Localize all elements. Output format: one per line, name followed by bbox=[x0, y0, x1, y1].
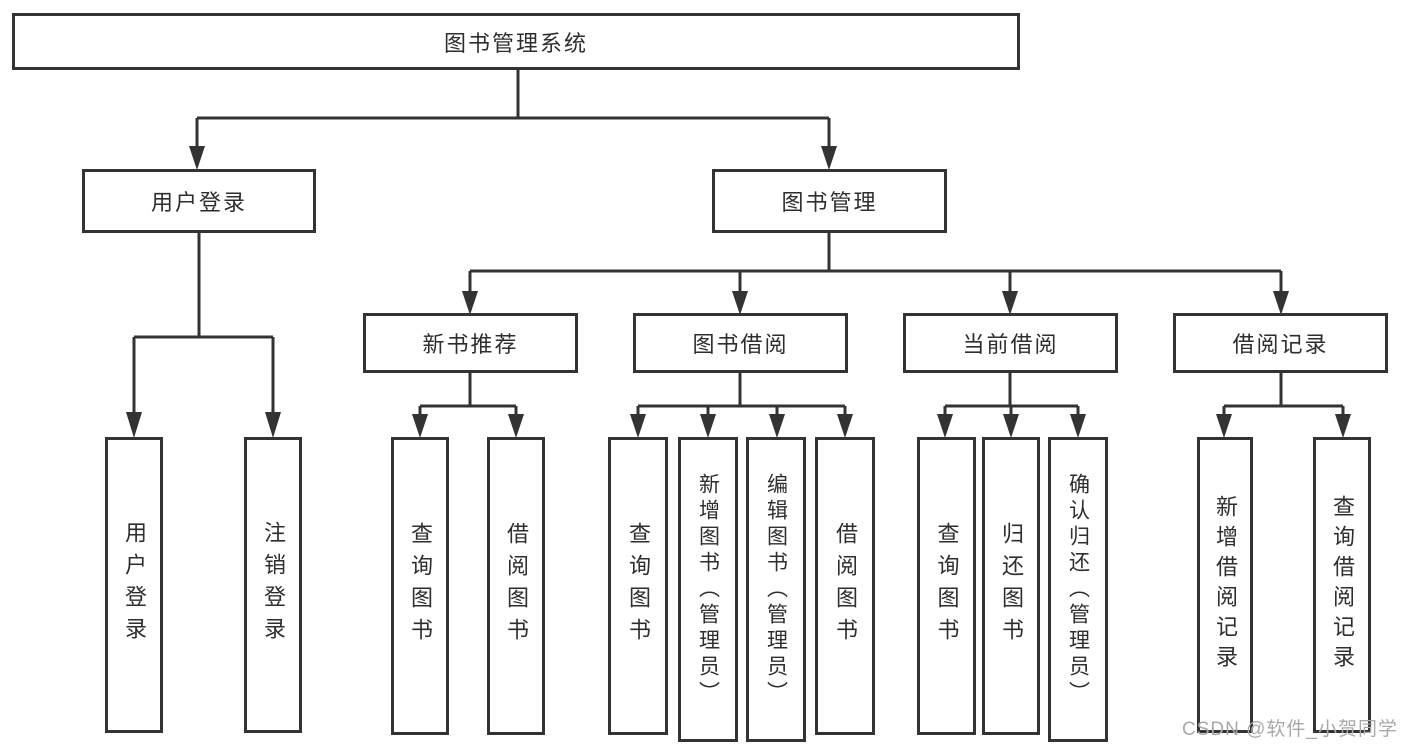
node-new-book-recommend: 新书推荐 bbox=[363, 313, 578, 373]
arrowheads bbox=[126, 146, 1351, 438]
leaf-records-query: 查询借阅记录 bbox=[1313, 437, 1371, 733]
node-label: 借阅图书 bbox=[504, 522, 529, 650]
leaf-borrow-borrow: 借阅图书 bbox=[815, 437, 875, 735]
leaf-user-login: 用户登录 bbox=[105, 437, 163, 733]
leaf-borrow-add-admin: 新增图书（管理员） bbox=[678, 437, 738, 742]
node-book-management: 图书管理 bbox=[712, 169, 947, 233]
csdn-watermark: CSDN @软件_小贺同学 bbox=[1182, 719, 1398, 740]
node-label: 查询图书 bbox=[934, 522, 960, 650]
node-current-borrow: 当前借阅 bbox=[903, 313, 1118, 373]
node-label: 新增图书（管理员） bbox=[696, 472, 720, 707]
node-label: 注销登录 bbox=[261, 521, 286, 649]
leaf-records-add: 新增借阅记录 bbox=[1197, 437, 1253, 733]
node-label: 用户登录 bbox=[122, 521, 147, 649]
node-label: 新书推荐 bbox=[422, 332, 519, 357]
node-label: 图书管理系统 bbox=[443, 30, 588, 56]
node-label: 图书管理 bbox=[781, 190, 878, 215]
node-user-login-group: 用户登录 bbox=[82, 169, 316, 233]
node-label: 查询图书 bbox=[626, 522, 651, 650]
leaf-current-return: 归还图书 bbox=[982, 437, 1040, 735]
node-label: 确认归还（管理员） bbox=[1066, 472, 1090, 707]
node-label: 新增借阅记录 bbox=[1213, 495, 1238, 675]
node-label: 编辑图书（管理员） bbox=[764, 472, 788, 707]
node-book-borrow: 图书借阅 bbox=[633, 313, 848, 373]
leaf-borrow-query: 查询图书 bbox=[608, 437, 668, 735]
leaf-logout: 注销登录 bbox=[244, 437, 302, 733]
leaf-newbook-borrow: 借阅图书 bbox=[487, 437, 545, 735]
leaf-newbook-query: 查询图书 bbox=[391, 437, 449, 735]
node-borrow-records: 借阅记录 bbox=[1173, 313, 1388, 373]
node-label: 归还图书 bbox=[999, 522, 1024, 650]
leaf-current-query: 查询图书 bbox=[917, 437, 976, 735]
node-label: 查询图书 bbox=[408, 522, 433, 650]
node-system-root: 图书管理系统 bbox=[12, 13, 1020, 70]
node-label: 查询借阅记录 bbox=[1330, 495, 1355, 675]
node-label: 图书借阅 bbox=[692, 332, 789, 357]
leaf-current-confirm-admin: 确认归还（管理员） bbox=[1048, 437, 1108, 742]
node-label: 借阅图书 bbox=[833, 522, 858, 650]
node-label: 借阅记录 bbox=[1232, 332, 1329, 357]
node-label: 用户登录 bbox=[150, 190, 247, 215]
node-label: 当前借阅 bbox=[962, 332, 1059, 357]
leaf-borrow-edit-admin: 编辑图书（管理员） bbox=[746, 437, 806, 742]
